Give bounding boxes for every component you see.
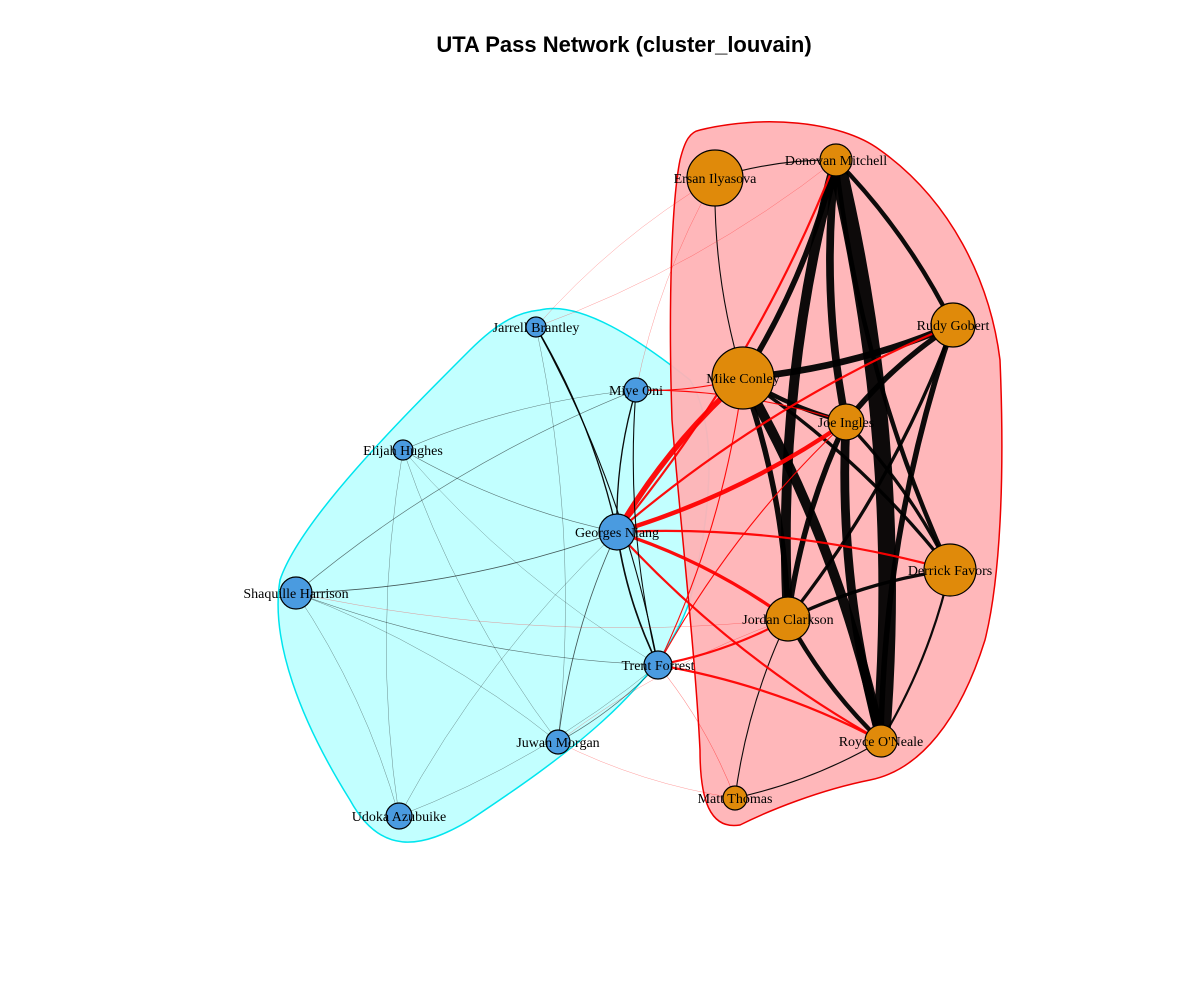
chart-title: UTA Pass Network (cluster_louvain)	[436, 32, 812, 57]
node-label: Joe Ingles	[818, 416, 874, 431]
node-label: Juwan Morgan	[516, 736, 599, 751]
node-label: Derrick Favors	[908, 564, 992, 579]
node-label: Elijah Hughes	[363, 444, 443, 459]
cluster-hull-orange	[669, 121, 1003, 827]
edge	[386, 449, 404, 817]
edge	[734, 740, 882, 799]
edge	[840, 417, 886, 746]
node-juwan-morgan[interactable]	[545, 729, 571, 755]
edge	[295, 592, 400, 817]
node-trent-forrest[interactable]	[643, 650, 673, 680]
node-ersan-ilyasova[interactable]	[686, 149, 744, 207]
edge	[657, 421, 847, 666]
node-shaquille-harrison[interactable]	[279, 576, 313, 610]
node-label: Ersan Ilyasova	[674, 172, 758, 187]
edge	[826, 156, 850, 426]
edge	[535, 177, 716, 328]
edge	[615, 323, 955, 534]
edge	[878, 322, 956, 744]
edge	[402, 449, 618, 533]
edge	[741, 376, 952, 572]
edge	[398, 664, 659, 817]
node-derrick-favors[interactable]	[923, 543, 977, 597]
edge	[657, 377, 744, 666]
edge	[535, 326, 566, 743]
edge	[615, 530, 790, 621]
node-udoka-azubuike[interactable]	[385, 802, 413, 830]
node-georges-niang[interactable]	[598, 513, 636, 551]
edge	[614, 419, 849, 535]
node-label: Rudy Gobert	[917, 319, 990, 334]
edge	[615, 530, 883, 743]
edge	[295, 389, 637, 594]
edge	[402, 389, 637, 451]
node-jordan-clarkson[interactable]	[765, 596, 811, 642]
node-label: Jordan Clarkson	[742, 613, 833, 628]
nodes-layer	[279, 143, 977, 830]
node-label: Royce O'Neale	[839, 735, 924, 750]
edge	[615, 529, 952, 572]
node-label: Mike Conley	[706, 372, 780, 387]
node-joe-ingles[interactable]	[827, 403, 865, 441]
node-elijah-hughes[interactable]	[392, 439, 414, 461]
node-label: Shaquille Harrison	[243, 587, 348, 602]
edge	[557, 741, 736, 799]
edge	[402, 449, 659, 666]
edge	[785, 419, 849, 622]
node-label: Donovan Mitchell	[785, 154, 887, 169]
node-jarrell-brantley[interactable]	[525, 316, 547, 338]
edge	[833, 157, 956, 328]
node-label: Matt Thomas	[698, 792, 773, 807]
node-royce-o-neale[interactable]	[864, 724, 898, 758]
node-rudy-gobert[interactable]	[930, 302, 976, 348]
node-label: Trent Forrest	[622, 659, 695, 674]
edge	[656, 663, 883, 743]
edge	[295, 592, 789, 629]
node-mike-conley[interactable]	[711, 346, 775, 410]
node-miye-oni[interactable]	[623, 377, 649, 403]
edge	[786, 323, 955, 621]
edge	[295, 531, 618, 594]
node-label: Miye Oni	[609, 384, 663, 399]
node-matt-thomas[interactable]	[722, 785, 748, 811]
edge	[535, 159, 837, 328]
node-label: Jarrell Brantley	[493, 321, 580, 336]
edge	[398, 531, 618, 817]
edge	[557, 531, 618, 743]
edge	[402, 449, 559, 743]
edge	[833, 157, 953, 573]
edge	[295, 592, 559, 743]
node-donovan-mitchell[interactable]	[819, 143, 853, 177]
node-label: Georges Niang	[575, 526, 659, 541]
edge	[632, 389, 659, 666]
node-label: Udoka Azubuike	[352, 810, 446, 825]
edge	[295, 592, 659, 666]
edge	[657, 664, 736, 799]
